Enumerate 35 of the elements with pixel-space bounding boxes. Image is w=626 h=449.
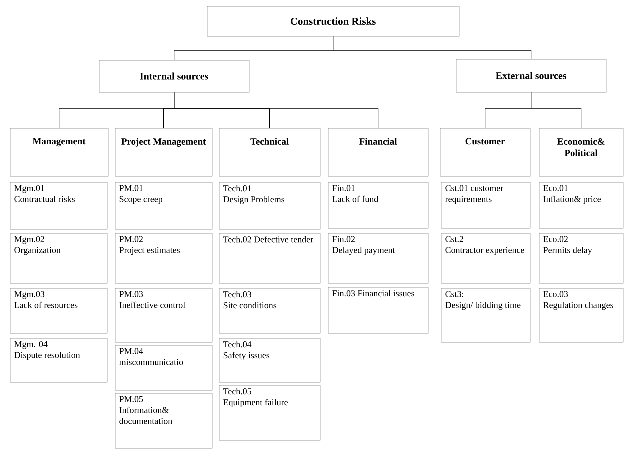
category-box: Technical xyxy=(219,128,321,177)
category-box: Economic& Political xyxy=(539,128,624,177)
risk-box: PM.02 Project estimates xyxy=(115,232,213,284)
title-box: Construction Risks xyxy=(207,6,460,37)
risk-box: Eco.01 Inflation& price xyxy=(539,182,624,229)
risk-box: Fin.02 Delayed payment xyxy=(328,232,429,284)
category-box: External sources xyxy=(456,59,607,93)
risk-box: Tech.02 Defective tender xyxy=(219,232,321,284)
risk-box: Cst.2 Contractor experience xyxy=(441,232,531,284)
risk-box: Tech.04 Safety issues xyxy=(219,338,321,383)
risk-box: PM.03 Ineffective control xyxy=(115,288,213,343)
risk-box: Tech.03 Site conditions xyxy=(219,288,321,334)
risk-box: Fin.03 Financial issues xyxy=(328,287,429,334)
category-box: Customer xyxy=(440,128,531,177)
risk-box: Mgm.03 Lack of resources xyxy=(10,288,108,334)
category-box: Project Management xyxy=(115,128,213,177)
risk-box: Mgm. 04 Dispute resolution xyxy=(10,338,108,383)
risk-box: Mgm.02 Organization xyxy=(10,232,108,284)
category-box: Financial xyxy=(328,128,429,177)
risk-box: Eco.03 Regulation changes xyxy=(539,288,624,343)
risk-box: Mgm.01 Contractual risks xyxy=(10,182,108,230)
risk-box: Tech.05 Equipment failure xyxy=(219,385,321,441)
connector-line xyxy=(531,92,582,128)
category-box: Management xyxy=(10,128,109,177)
risk-box: Eco.02 Permits delay xyxy=(539,232,624,284)
risk-box: PM.05 Information& documentation xyxy=(115,393,213,449)
risk-box: Cst.01 customer requirements xyxy=(441,182,531,229)
connector-line xyxy=(174,92,379,128)
risk-box: Cst3: Design/ bidding time xyxy=(441,288,531,343)
risk-box: PM.04 miscommunicatio xyxy=(115,345,213,391)
risk-box: PM.01 Scope creep xyxy=(115,182,213,230)
connector-line xyxy=(333,36,532,60)
risk-box: Fin.01 Lack of fund xyxy=(328,182,429,229)
risk-box: Tech.01 Design Problems xyxy=(219,182,321,230)
category-box: Internal sources xyxy=(99,60,250,93)
